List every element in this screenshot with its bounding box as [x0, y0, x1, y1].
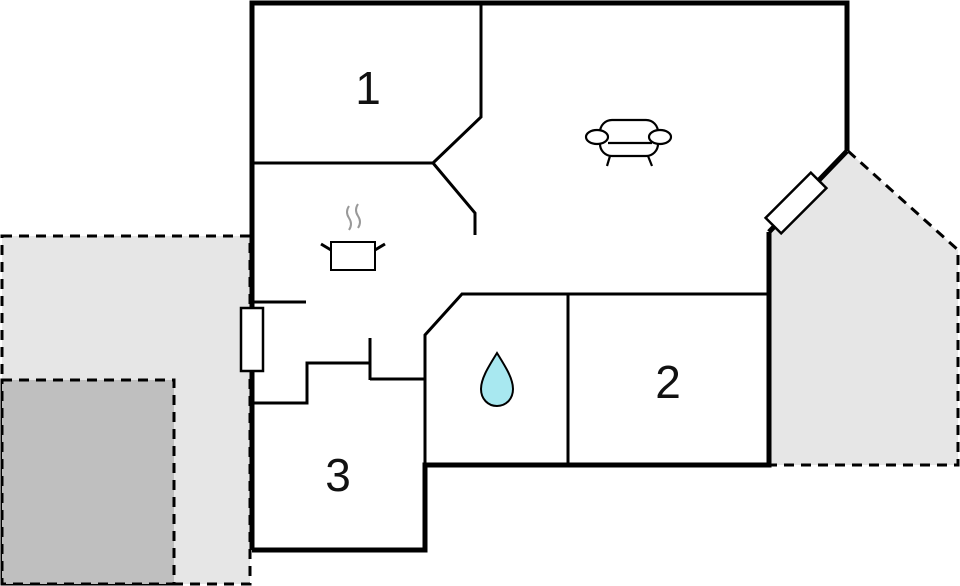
doors: [239, 170, 829, 373]
outdoor-areas: [0, 148, 960, 586]
room-labels: 1 2 3: [325, 62, 681, 501]
room-label-2: 2: [655, 356, 681, 408]
interior-walls: [252, 3, 769, 465]
entrance-door-left: [239, 306, 265, 373]
terrace-door-right: [763, 170, 829, 236]
sofa-icon: [584, 118, 673, 167]
room-label-3: 3: [325, 449, 351, 501]
parking-left: [0, 378, 176, 586]
water-drop-icon: [479, 351, 515, 408]
room-label-1: 1: [355, 62, 381, 114]
building-footprint: [252, 3, 847, 550]
cooking-pot-icon: [320, 203, 386, 271]
